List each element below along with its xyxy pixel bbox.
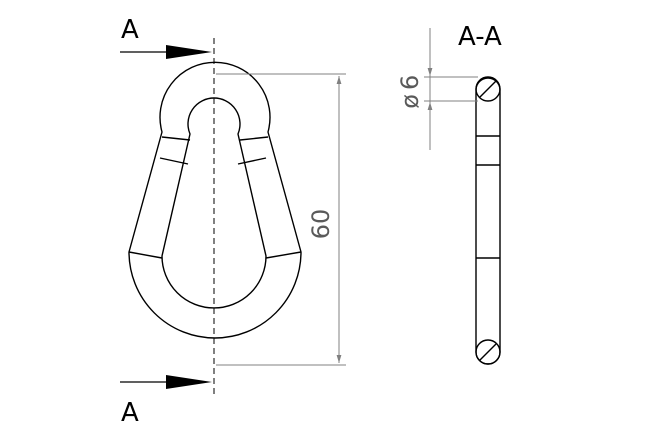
section-hatch-bottom — [479, 343, 497, 361]
diameter-label: ø 6 — [396, 75, 424, 109]
diameter-value: 6 — [396, 75, 424, 90]
section-arrow-top — [120, 45, 212, 59]
carabiner-front-view — [128, 61, 302, 339]
height-dimension-value: 60 — [307, 209, 335, 240]
section-circle-top — [475, 76, 501, 102]
section-marker-bottom: A — [121, 398, 139, 428]
section-hatch-top — [479, 80, 497, 98]
section-view — [475, 76, 501, 365]
segment-line-upper-right-b — [237, 157, 267, 165]
diameter-symbol: ø — [396, 94, 424, 109]
carabiner-outer-contour — [128, 61, 302, 339]
section-circle-bottom — [475, 339, 501, 365]
height-dimension — [216, 73, 346, 366]
section-arrow-top-head — [166, 45, 212, 59]
diameter-dimension — [424, 28, 478, 150]
segment-line-lower-right — [265, 251, 302, 259]
section-arrow-bottom — [120, 375, 212, 389]
segment-line-upper-right — [239, 136, 269, 141]
carabiner-inner-contour — [161, 97, 267, 309]
section-title: A-A — [458, 22, 502, 52]
section-marker-top: A — [121, 15, 139, 45]
segment-line-upper-left — [161, 136, 191, 141]
section-arrow-bottom-head — [166, 375, 212, 389]
segment-line-upper-left-b — [159, 157, 189, 165]
segment-line-lower-left — [128, 251, 163, 259]
section-view-outline — [475, 77, 501, 365]
